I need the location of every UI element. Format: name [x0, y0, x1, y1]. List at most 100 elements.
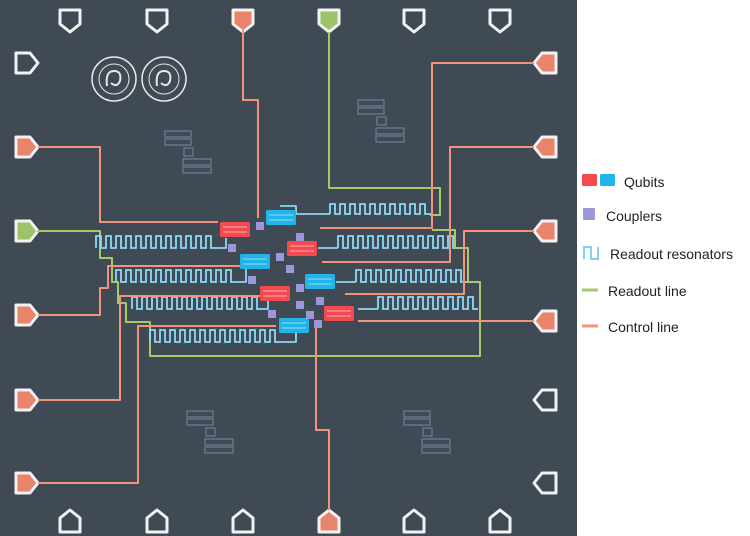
qubit-7	[279, 318, 309, 333]
bond-pad-right-4	[532, 309, 558, 333]
bond-pad-left-6	[14, 471, 40, 495]
control-line-4	[38, 295, 262, 401]
bond-pad-left-2	[14, 135, 40, 159]
bond-pad-top-3-outline	[231, 8, 255, 34]
bond-pad-right-4-outline	[532, 309, 558, 333]
resonator-stub-2	[258, 298, 269, 310]
bond-pad-left-6-outline	[14, 471, 40, 495]
legend-label-readout-resonators: Readout resonators	[610, 246, 733, 262]
bond-pad-right-3-outline	[532, 219, 558, 243]
readout-resonator-7	[377, 296, 478, 310]
university-seal-icon-right-ring	[141, 56, 187, 102]
coupler-10	[316, 297, 324, 305]
coupler-7	[248, 276, 256, 284]
bond-pad-right-2	[532, 135, 558, 159]
control-line-2	[38, 146, 218, 223]
bond-pad-bottom-5-outline	[402, 508, 426, 534]
control-line-5	[38, 325, 276, 484]
readout-line-top	[328, 32, 441, 216]
qubit-8	[324, 306, 354, 321]
resonator-stub-3	[282, 330, 297, 343]
qubit-4	[287, 241, 317, 256]
control-line-6	[320, 62, 534, 229]
coupler-1	[256, 222, 264, 230]
bond-pad-bottom-3	[231, 508, 255, 534]
qubit-1	[220, 222, 250, 237]
legend-item-qubits: Qubits	[582, 170, 664, 194]
qubits-swatch-icon	[582, 173, 616, 192]
bond-pad-bottom-2	[145, 508, 169, 534]
university-seal-icon-left-emblem	[105, 69, 122, 87]
bond-pad-right-2-outline	[532, 135, 558, 159]
bond-pad-right-5	[532, 388, 558, 412]
control-line-7	[322, 146, 534, 263]
qubit-5	[260, 286, 290, 301]
control-line-icon	[582, 318, 600, 336]
qubit-4-pad	[287, 241, 317, 256]
resonator-stub-4	[238, 268, 247, 283]
readout-resonator-5	[355, 269, 468, 283]
bond-pad-bottom-4-outline	[317, 508, 341, 534]
alignment-marker-1-bar2	[357, 107, 385, 115]
readout-resonator-2	[95, 235, 215, 249]
university-seal-icon-right	[141, 56, 187, 102]
alignment-marker-4-bar1	[403, 410, 431, 418]
bond-pad-right-6	[532, 471, 558, 495]
bond-pad-left-2-outline	[14, 135, 40, 159]
qubit-1-pad	[220, 222, 250, 237]
qubit-8-pad	[324, 306, 354, 321]
bond-pad-bottom-1-outline	[58, 508, 82, 534]
alignment-marker-4	[403, 410, 451, 454]
alignment-marker-1	[357, 99, 405, 143]
bond-pad-bottom-6	[488, 508, 512, 534]
university-seal-icon-left-ring	[91, 56, 137, 102]
control-line-1	[242, 30, 259, 218]
bond-pad-top-6-outline	[488, 8, 512, 34]
bond-pad-top-5-outline	[402, 8, 426, 34]
coupler-2	[296, 233, 304, 241]
alignment-marker-2	[164, 130, 212, 174]
bond-pad-right-6-outline	[532, 471, 558, 495]
resonator-meander-icon	[582, 244, 602, 265]
couplers-swatch-icon	[582, 207, 598, 226]
university-seal-icon-right-emblem	[155, 69, 172, 87]
readout-line-icon	[582, 282, 600, 300]
alignment-marker-3-bar4	[204, 446, 234, 454]
bond-pad-top-4	[317, 8, 341, 34]
legend-item-control-line: Control line	[582, 315, 679, 339]
legend-item-readout-resonators: Readout resonators	[582, 242, 733, 266]
qubit-5-pad	[260, 286, 290, 301]
qubit-3-pad	[240, 254, 270, 269]
qubit-2-pad	[266, 210, 296, 225]
alignment-marker-3	[186, 410, 234, 454]
coupler-6	[296, 284, 304, 292]
qubit-6	[305, 274, 335, 289]
alignment-marker-2-bar4	[182, 166, 212, 174]
coupler-4	[276, 253, 284, 261]
legend-label-couplers: Couplers	[606, 208, 663, 224]
bond-pad-bottom-1	[58, 508, 82, 534]
coupler-8	[296, 301, 304, 309]
bond-pad-left-4-outline	[14, 303, 40, 327]
legend-label-control-line: Control line	[608, 319, 679, 335]
bond-pad-left-4	[14, 303, 40, 327]
alignment-marker-2-sq	[183, 147, 194, 157]
alignment-marker-3-bar3	[204, 438, 234, 446]
readout-resonator-8	[149, 329, 282, 343]
bond-pad-top-1	[58, 8, 82, 34]
bond-pad-top-6	[488, 8, 512, 34]
bond-pad-bottom-2-outline	[145, 508, 169, 534]
alignment-marker-4-bar4	[421, 446, 451, 454]
bond-pad-right-3	[532, 219, 558, 243]
legend-label-qubits: Qubits	[624, 174, 665, 190]
alignment-marker-3-bar2	[186, 418, 214, 426]
legend-item-readout-line: Readout line	[582, 279, 687, 303]
qubit-7-pad	[279, 318, 309, 333]
bond-pad-bottom-4	[317, 508, 341, 534]
legend-label-readout-line: Readout line	[608, 283, 687, 299]
university-seal-icon-left-inner	[98, 63, 130, 95]
bond-pad-top-2-outline	[145, 8, 169, 34]
bond-pad-bottom-5	[402, 508, 426, 534]
coupler-9	[268, 310, 276, 318]
